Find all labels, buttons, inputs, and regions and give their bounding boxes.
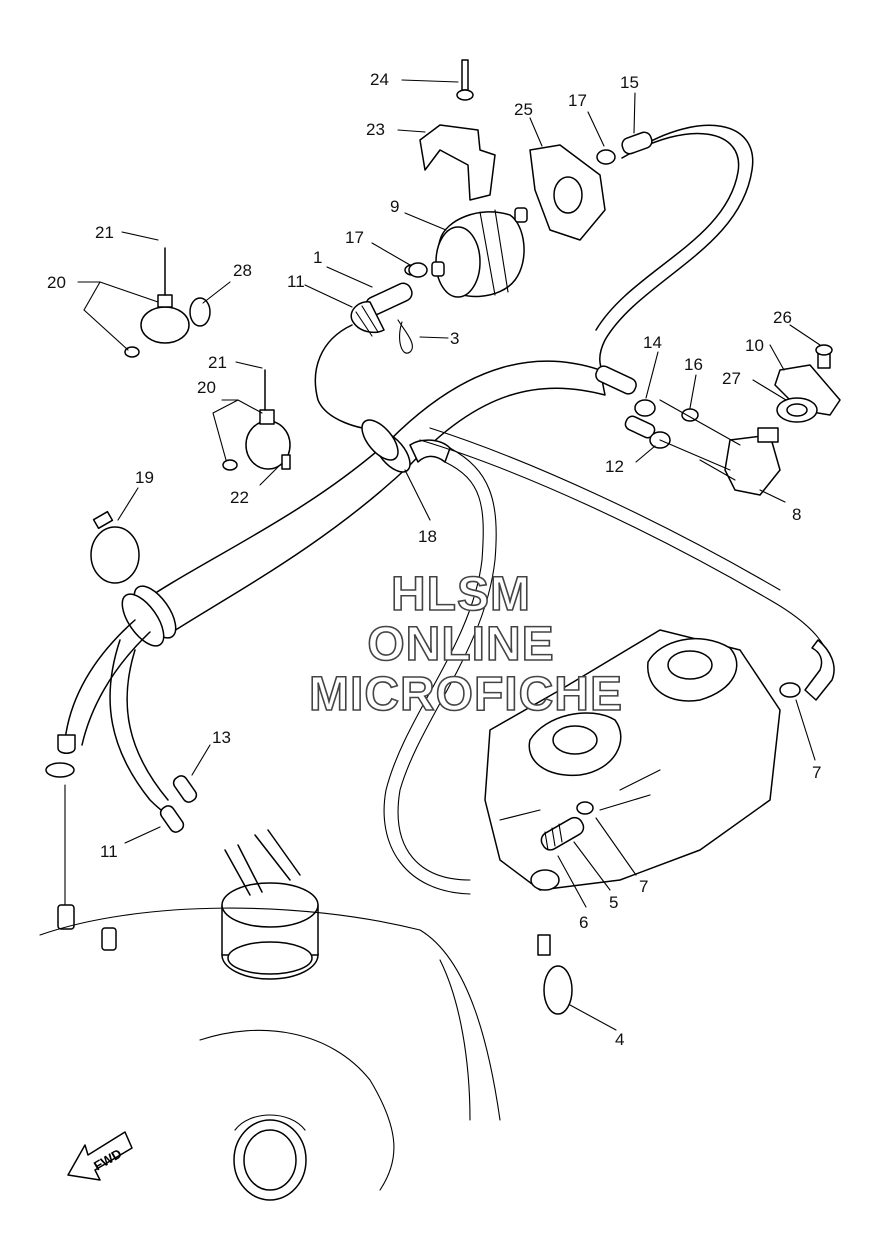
callout-19: 19 <box>135 468 154 487</box>
callout-2: 11 <box>287 272 305 291</box>
callout-22: 22 <box>230 488 249 507</box>
callout-21-top: 21 <box>95 223 114 242</box>
callout-7-right: 7 <box>812 763 821 782</box>
callout-25: 24 <box>370 70 389 89</box>
callout-12: 12 <box>605 457 624 476</box>
fwd-arrow-icon: FWD <box>67 1131 133 1181</box>
callout-10: 10 <box>745 336 764 355</box>
callout-14: 14 <box>643 333 662 352</box>
callout-17-mid: 17 <box>345 228 364 247</box>
callout-13: 13 <box>212 728 231 747</box>
fuel-tank-outline <box>39 907 501 1121</box>
callout-26: 25 <box>514 100 533 119</box>
callout-28: 27 <box>722 369 741 388</box>
watermark-line-1: HLSM <box>391 568 531 621</box>
callout-24: 23 <box>366 120 385 139</box>
callout-23: 28 <box>233 261 252 280</box>
callout-20-mid: 20 <box>197 378 216 397</box>
clamp-19 <box>90 526 140 584</box>
callout-6: 6 <box>579 913 588 932</box>
watermark: HLSM ONLINE MICROFICHE <box>308 567 623 722</box>
watermark-line-3: MICROFICHE <box>309 668 623 721</box>
plate-10 <box>774 364 841 416</box>
callout-21-mid: 21 <box>208 353 227 372</box>
callout-8: 9 <box>390 197 399 216</box>
callout-18: 18 <box>418 527 437 546</box>
breather-hose-18 <box>129 360 606 641</box>
bracket-24 <box>419 124 496 201</box>
callout-20-top: 20 <box>47 273 66 292</box>
watermark-line-2: ONLINE <box>367 618 554 671</box>
leader-lines <box>77 79 821 1031</box>
callout-4: 4 <box>615 1030 624 1049</box>
fuel-hose-15 <box>599 124 754 383</box>
callout-1: 1 <box>313 248 322 267</box>
callout-11: 11 <box>100 842 118 861</box>
callout-3: 3 <box>450 329 459 348</box>
fuel-cock-9 <box>724 434 781 496</box>
clamp-4 <box>543 965 573 1015</box>
callout-15: 15 <box>620 73 639 92</box>
callout-7-lower: 7 <box>639 877 648 896</box>
callout-5: 5 <box>609 893 618 912</box>
callout-16: 16 <box>684 355 703 374</box>
callout-27: 26 <box>773 308 792 327</box>
callout-17-top: 17 <box>568 91 587 110</box>
callout-9: 8 <box>792 505 801 524</box>
